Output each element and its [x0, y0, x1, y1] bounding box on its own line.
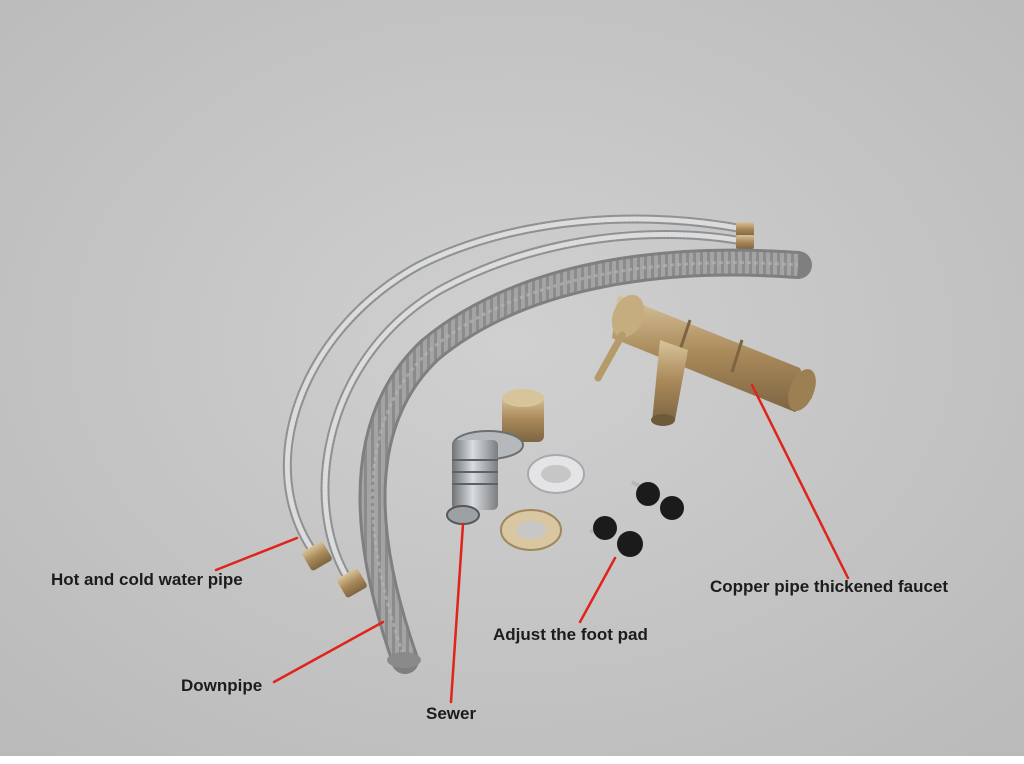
pointer-lines	[214, 383, 850, 704]
downpipe-pointer	[272, 620, 385, 684]
downpipe-label: Downpipe	[181, 676, 263, 695]
foot-pad-icon	[589, 480, 684, 557]
faucet-pointer	[750, 383, 850, 580]
sewer-pointer	[449, 522, 465, 704]
corrugated-hose-icon	[358, 248, 812, 674]
braided-hose-icon	[282, 214, 754, 598]
water-pipe-pointer	[214, 536, 299, 572]
hose-fitting	[302, 222, 754, 598]
sewer-label: Sewer	[426, 704, 477, 723]
drain-fitting-icon	[446, 389, 544, 525]
foot-pad-pointer	[578, 556, 617, 624]
washer-icon	[500, 454, 585, 551]
foot-pad-label: Adjust the foot pad	[493, 625, 648, 644]
faucet-label: Copper pipe thickened faucet	[710, 577, 949, 596]
brass-faucet-icon	[594, 294, 816, 426]
water-pipe-label: Hot and cold water pipe	[51, 570, 243, 589]
bottom-border	[0, 756, 1024, 764]
